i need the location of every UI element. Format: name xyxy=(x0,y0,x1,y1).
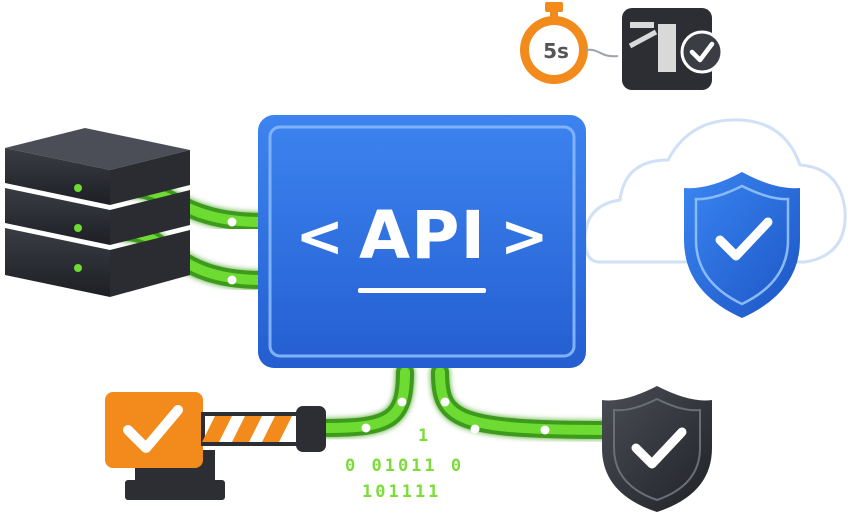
stopwatch-icon xyxy=(520,2,619,84)
gate-check-icon xyxy=(622,8,724,90)
binary-line-2: 0 01011 0 xyxy=(345,456,465,476)
pipe-gate xyxy=(316,363,414,437)
stopwatch-label: 5s xyxy=(543,39,569,63)
api-close-bracket: > xyxy=(500,202,550,270)
barrier-gate-icon xyxy=(105,392,326,500)
api-title: < API > xyxy=(295,196,548,276)
pipe-dark-shield xyxy=(431,363,619,439)
binary-line-1: 1 xyxy=(418,426,432,446)
binary-line-3: 101111 xyxy=(362,482,442,502)
api-box xyxy=(258,115,586,368)
shield-check-dark-icon xyxy=(602,386,712,512)
api-open-bracket: < xyxy=(295,202,345,270)
api-label-text: API xyxy=(359,197,487,274)
shield-check-icon xyxy=(684,172,800,318)
server-stack-icon xyxy=(5,128,190,297)
